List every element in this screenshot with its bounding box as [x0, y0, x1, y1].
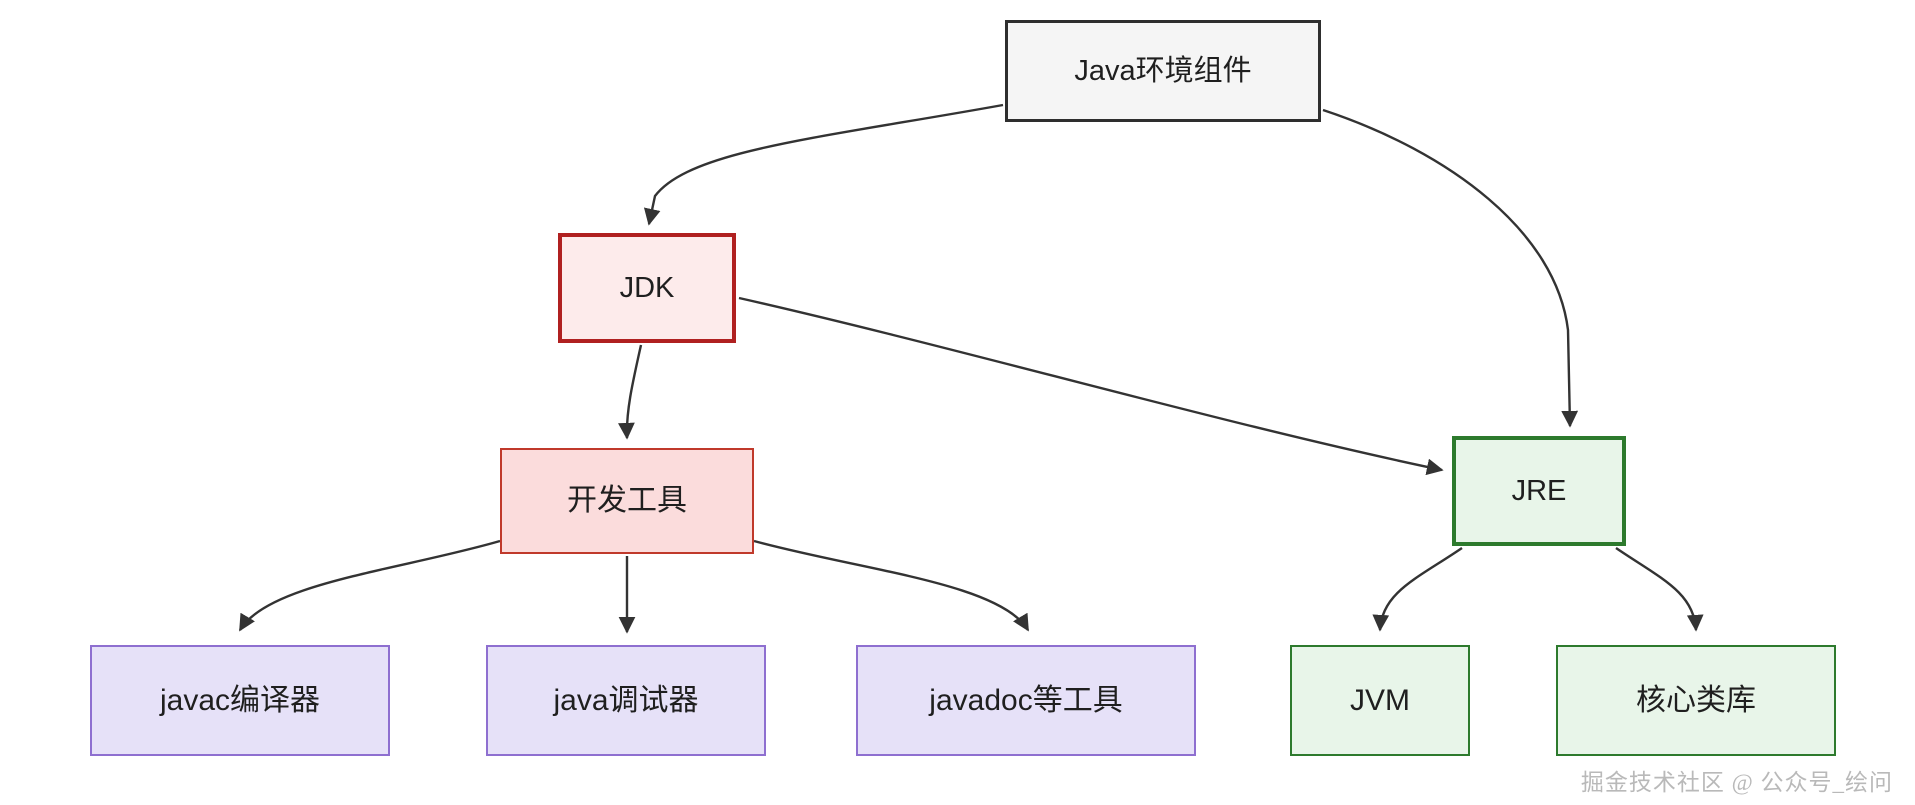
- node-javac-compiler[interactable]: javac编译器: [90, 645, 390, 756]
- node-jre[interactable]: JRE: [1452, 436, 1626, 546]
- node-jdk[interactable]: JDK: [558, 233, 736, 343]
- node-label: JDK: [619, 271, 675, 304]
- node-label: Java环境组件: [1074, 54, 1252, 87]
- edge-devtools-to-javadoc: [753, 539, 1030, 632]
- edge-jre-to-corelib: [1615, 547, 1704, 632]
- edge-root-to-jre: [1322, 108, 1579, 428]
- node-label: java调试器: [553, 683, 699, 717]
- edge-jdk-to-jre: [738, 296, 1444, 476]
- edge-jdk-to-devtools: [618, 344, 643, 440]
- node-java-debugger[interactable]: java调试器: [486, 645, 766, 756]
- node-label: javac编译器: [159, 683, 321, 717]
- edge-root-to-jdk: [643, 103, 1004, 226]
- node-label: JRE: [1511, 474, 1567, 507]
- node-javadoc-and-other-tools[interactable]: javadoc等工具: [856, 645, 1196, 756]
- watermark: 掘金技术社区 @ 公众号_绘问: [1580, 770, 1893, 795]
- node-label: javadoc等工具: [929, 683, 1123, 717]
- node-development-tools[interactable]: 开发工具: [500, 448, 754, 554]
- node-java-environment-components[interactable]: Java环境组件: [1005, 20, 1321, 122]
- edge-jre-to-jvm: [1372, 547, 1463, 632]
- node-label: 核心类库: [1636, 683, 1756, 717]
- node-label: JVM: [1350, 683, 1410, 717]
- edge-devtools-to-javac: [238, 539, 501, 632]
- node-jvm[interactable]: JVM: [1290, 645, 1470, 756]
- node-core-class-library[interactable]: 核心类库: [1556, 645, 1836, 756]
- node-label: 开发工具: [567, 484, 687, 518]
